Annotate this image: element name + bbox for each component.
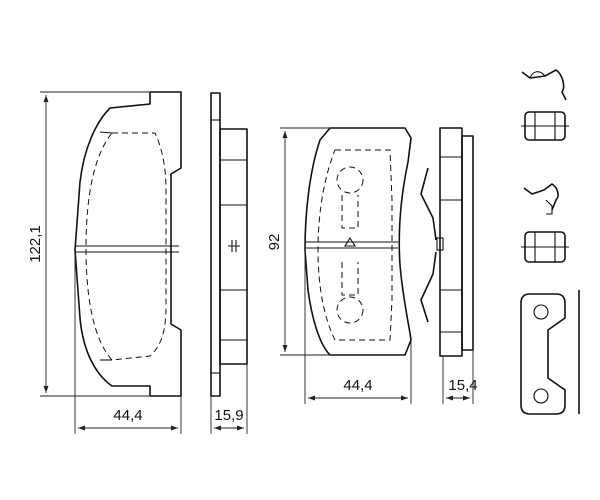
pad-1-chamfer-line: [99, 131, 113, 134]
pad-2-side-view: [420, 127, 474, 357]
shim-plate-hole-bottom: [533, 388, 549, 404]
height-label-pad-1: 122,1: [27, 225, 44, 263]
clip-top: [521, 69, 569, 141]
pad-2-friction-block: [439, 127, 463, 357]
clip-middle-tab: [545, 199, 553, 215]
pad-2-friction-outline: [317, 149, 393, 341]
height-label-pad-2: 92: [266, 234, 283, 251]
width-label-pad-1: 44,4: [113, 407, 142, 424]
pad-1-side-view: [210, 92, 248, 397]
pad-2-front-view: [304, 127, 412, 356]
clip-middle: [521, 183, 569, 263]
pad-2-spring-clip: [420, 167, 437, 323]
dimension-thickness-pad-2: 15,4: [442, 350, 478, 404]
pad-1-groove-notch: [228, 240, 240, 252]
pad-2-hole-top: [336, 166, 364, 194]
clip-middle-spring: [523, 183, 559, 211]
dimension-height-pad-1: 122,1: [27, 91, 150, 397]
thickness-label-pad-1: 15,9: [214, 407, 243, 424]
pad-2-web: [341, 195, 359, 296]
thickness-label-pad-2: 15,4: [448, 377, 477, 394]
pad-1-backing-plate: [210, 92, 221, 397]
pad-1-outline: [74, 91, 182, 397]
shim-plate-hole-top: [533, 304, 549, 320]
pad-2-backing-plate: [461, 135, 474, 351]
dimension-width-pad-2: 44,4: [304, 250, 412, 404]
pad-2-outline: [304, 127, 412, 356]
clip-top-spring-coil: [529, 71, 546, 79]
pad-1-friction-outline: [85, 132, 167, 361]
shim-plate: [520, 290, 580, 415]
pad-2-hole-bottom: [336, 296, 364, 324]
dimension-height-pad-2: 92: [266, 127, 330, 356]
pad-1-front-view: [74, 91, 182, 397]
dimension-width-pad-1: 44,4: [74, 255, 182, 434]
dimension-thickness-pad-1: 15,9: [210, 364, 248, 434]
clip-top-spring: [521, 69, 567, 101]
shim-plate-outline: [520, 293, 566, 415]
width-label-pad-2: 44,4: [343, 377, 372, 394]
pad-2-side-tab: [436, 237, 444, 251]
